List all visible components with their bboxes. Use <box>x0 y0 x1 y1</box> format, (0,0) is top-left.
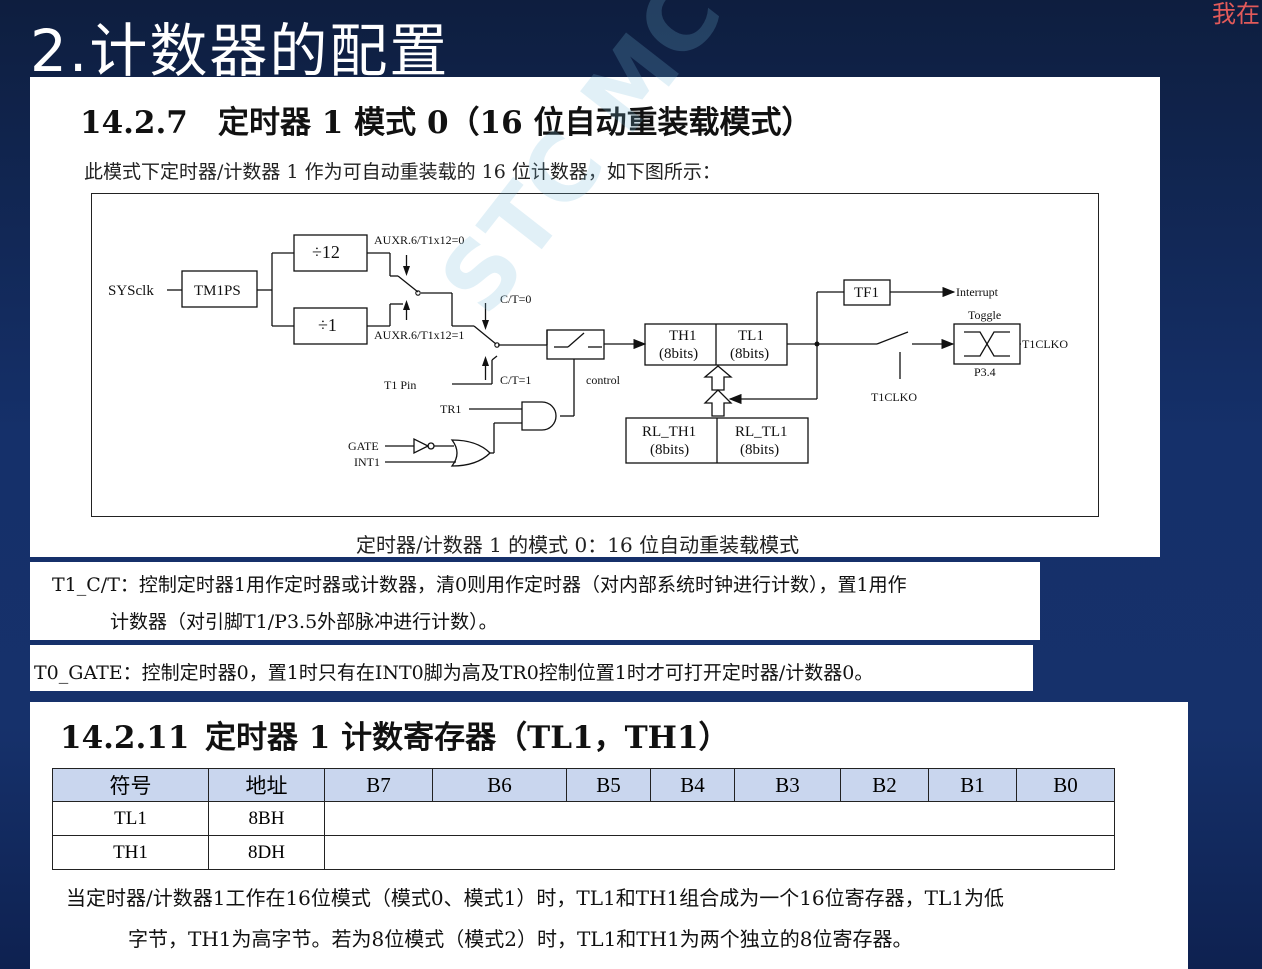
auxr0-label: AUXR.6/T1x12=0 <box>374 233 464 247</box>
section2-number: 14.2.11 <box>60 720 190 756</box>
section-number: 14.2.7 <box>80 105 188 141</box>
tl1-bits: (8bits) <box>730 346 769 362</box>
section-14-2-11-panel: 14.2.11 定时器 1 计数寄存器（TL1，TH1） 符号 地址 B7 B6 … <box>30 702 1188 969</box>
gate-label: GATE <box>348 439 379 453</box>
table-header: B5 <box>566 768 651 802</box>
section2-title: 定时器 1 计数寄存器（TL1，TH1） <box>205 720 730 756</box>
t1-ct-note-line2: 计数器（对引脚T1/P3.5外部脉冲进行计数）。 <box>110 611 498 633</box>
tf1-label: TF1 <box>854 285 879 301</box>
symbol-cell: TL1 <box>52 801 209 836</box>
th1-label: TH1 <box>669 328 697 344</box>
bits-cell <box>324 835 1115 870</box>
sysclk-label: SYSclk <box>108 283 154 299</box>
t1pin-label: T1 Pin <box>384 378 416 392</box>
table-header: 符号 <box>52 768 209 802</box>
t0-gate-note-panel: T0_GATE：控制定时器0，置1时只有在INT0脚为高及TR0控制位置1时才可… <box>30 645 1033 691</box>
table-row: TL1 8BH <box>52 801 1115 836</box>
p34-label: P3.4 <box>974 365 996 379</box>
rl-th1-bits: (8bits) <box>650 442 689 458</box>
rl-th1-label: RL_TH1 <box>642 424 696 440</box>
t1-ct-note-line1: T1_C/T：控制定时器1用作定时器或计数器，清0则用作定时器（对内部系统时钟进… <box>52 574 907 596</box>
th1-bits: (8bits) <box>659 346 698 362</box>
section-heading: 14.2.7 定时器 1 模式 0（16 位自动重装载模式） <box>80 97 812 142</box>
section-intro: 此模式下定时器/计数器 1 作为可自动重装载的 16 位计数器，如下图所示： <box>84 161 721 183</box>
section-title: 定时器 1 模式 0（16 位自动重装载模式） <box>218 105 813 141</box>
diagram-caption: 定时器/计数器 1 的模式 0：16 位自动重装载模式 <box>356 533 800 557</box>
table-header: B0 <box>1016 768 1115 802</box>
tr1-label: TR1 <box>440 402 461 416</box>
interrupt-label: Interrupt <box>956 285 999 299</box>
div1-label: ÷1 <box>318 315 337 335</box>
table-row: TH1 8DH <box>52 835 1115 870</box>
slide-title: 2.计数器的配置 <box>30 17 450 85</box>
symbol-cell: TH1 <box>52 835 209 870</box>
section2-heading: 14.2.11 定时器 1 计数寄存器（TL1，TH1） <box>60 712 730 757</box>
rl-tl1-bits: (8bits) <box>740 442 779 458</box>
table-header: B4 <box>650 768 735 802</box>
table-header: 地址 <box>208 768 325 802</box>
ct0-label: C/T=0 <box>500 292 531 306</box>
t0-gate-note: T0_GATE：控制定时器0，置1时只有在INT0脚为高及TR0控制位置1时才可… <box>34 662 874 684</box>
toggle-label: Toggle <box>968 308 1001 322</box>
table-header: B7 <box>324 768 433 802</box>
t1clko-control-label: T1CLKO <box>871 390 917 404</box>
address-cell: 8BH <box>208 801 325 836</box>
control-label: control <box>586 373 621 387</box>
t1-ct-note-panel: T1_C/T：控制定时器1用作定时器或计数器，清0则用作定时器（对内部系统时钟进… <box>30 562 1040 640</box>
register-desc-line1: 当定时器/计数器1工作在16位模式（模式0、模式1）时，TL1和TH1组合成为一… <box>66 886 1005 910</box>
table-header: B3 <box>734 768 841 802</box>
int1-label: INT1 <box>354 455 380 469</box>
bits-cell <box>324 801 1115 836</box>
ct1-label: C/T=1 <box>500 373 531 387</box>
table-header-row: 符号 地址 B7 B6 B5 B4 B3 B2 B1 B0 <box>52 768 1115 802</box>
tl1-label: TL1 <box>738 328 764 344</box>
section-14-2-7-panel: 14.2.7 定时器 1 模式 0（16 位自动重装载模式） 此模式下定时器/计数… <box>30 0 1160 557</box>
corner-text: 我在 <box>1212 0 1260 28</box>
tm1ps-label: TM1PS <box>194 283 241 299</box>
table-header: B1 <box>928 768 1017 802</box>
table-header: B2 <box>840 768 929 802</box>
register-table: 符号 地址 B7 B6 B5 B4 B3 B2 B1 B0 TL1 8BH TH… <box>52 768 1115 870</box>
table-header: B6 <box>432 768 567 802</box>
address-cell: 8DH <box>208 835 325 870</box>
timer-mode0-diagram: SYSclk TM1PS ÷12 ÷1 AUXR.6/T1x12=0 AUXR.… <box>91 193 1099 517</box>
register-desc-line2: 字节，TH1为高字节。若为8位模式（模式2）时，TL1和TH1为两个独立的8位寄… <box>128 927 913 951</box>
t1clko-output-label: T1CLKO <box>1022 337 1068 351</box>
auxr1-label: AUXR.6/T1x12=1 <box>374 328 464 342</box>
div12-label: ÷12 <box>312 242 340 262</box>
rl-tl1-label: RL_TL1 <box>735 424 788 440</box>
